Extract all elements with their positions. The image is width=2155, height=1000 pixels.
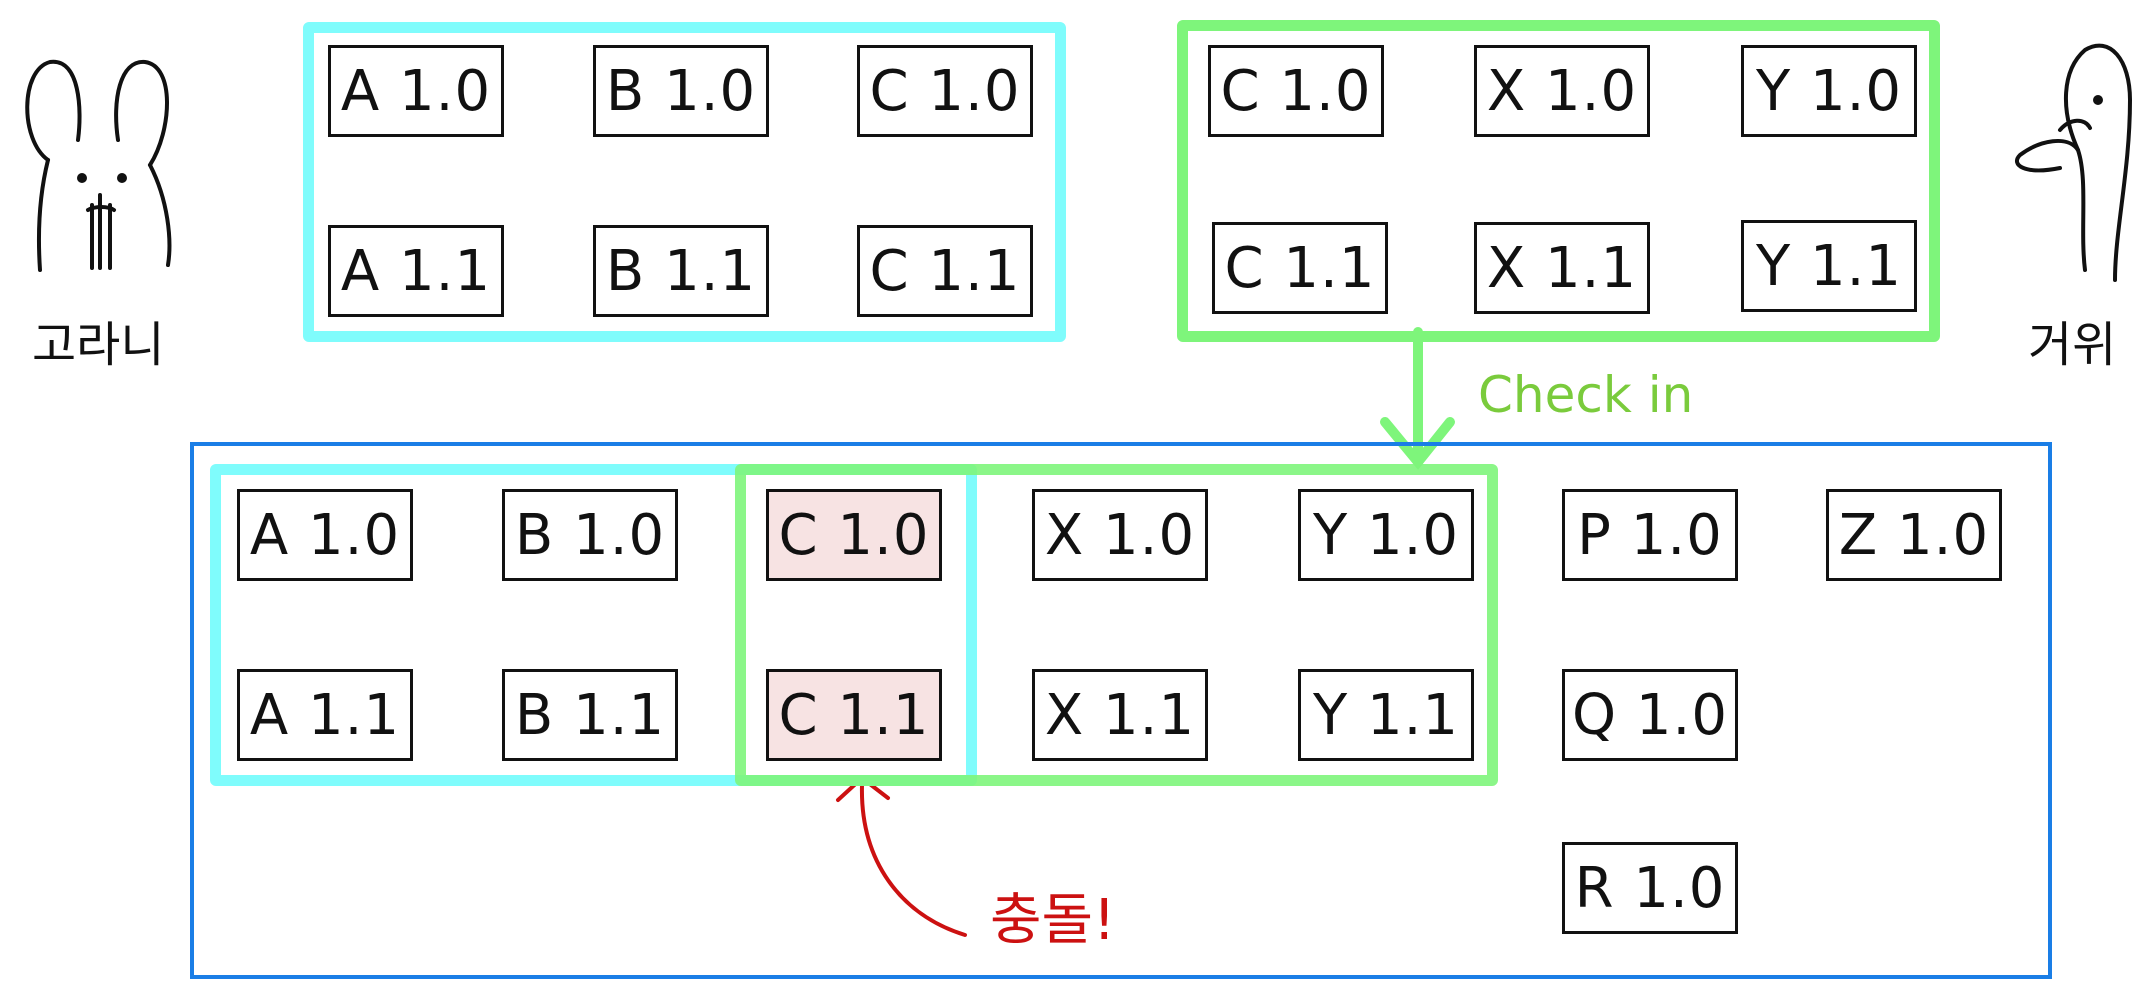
version-box-collision: C 1.0	[766, 489, 942, 581]
version-box: X 1.0	[1474, 45, 1650, 137]
merged-right-frame	[735, 464, 1498, 786]
version-box: B 1.1	[593, 225, 769, 317]
version-box: Y 1.0	[1741, 45, 1917, 137]
version-box: X 1.1	[1032, 669, 1208, 761]
merged-repo-frame	[190, 442, 2052, 979]
version-box: A 1.1	[237, 669, 413, 761]
repo-left-frame	[303, 22, 1066, 342]
version-box: A 1.0	[328, 45, 504, 137]
version-box: X 1.1	[1474, 222, 1650, 314]
version-box: C 1.0	[1208, 45, 1384, 137]
version-box: B 1.1	[502, 669, 678, 761]
version-box: Y 1.1	[1298, 669, 1474, 761]
version-box: P 1.0	[1562, 489, 1738, 581]
version-box: Z 1.0	[1826, 489, 2002, 581]
version-box: X 1.0	[1032, 489, 1208, 581]
version-box: B 1.0	[502, 489, 678, 581]
version-box: B 1.0	[593, 45, 769, 137]
version-box: A 1.1	[328, 225, 504, 317]
version-box: C 1.0	[857, 45, 1033, 137]
character-name-right: 거위	[2028, 317, 2117, 373]
version-box: C 1.1	[857, 225, 1033, 317]
checkin-label: Check in	[1478, 366, 1694, 424]
merged-left-frame	[210, 464, 977, 786]
version-box: R 1.0	[1562, 842, 1738, 934]
version-box: C 1.1	[1212, 222, 1388, 314]
version-box: Y 1.1	[1741, 220, 1917, 312]
version-box: A 1.0	[237, 489, 413, 581]
character-name-left: 고라니	[32, 317, 165, 373]
version-box: Q 1.0	[1562, 669, 1738, 761]
version-box: Y 1.0	[1298, 489, 1474, 581]
version-box-collision: C 1.1	[766, 669, 942, 761]
collision-label: 충돌!	[990, 888, 1116, 953]
repo-right-frame	[1177, 20, 1940, 342]
